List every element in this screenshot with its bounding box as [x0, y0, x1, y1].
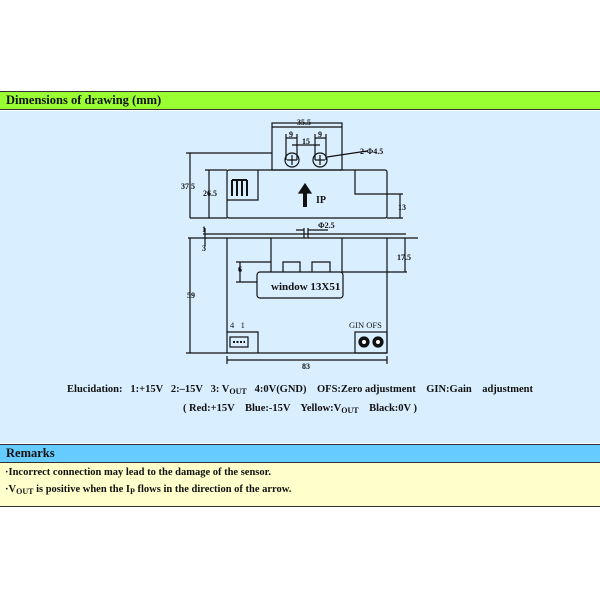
dim-tab-depth: 17.5: [397, 253, 411, 262]
dim-width: 83: [302, 362, 310, 371]
connector-pin-labels: 4 1: [230, 320, 245, 330]
elucidation-line-2: ( Red:+15V Blue:-15V Yellow:VOUT Black:0…: [182, 403, 418, 415]
top-view: [186, 122, 403, 219]
remarks-section: ·Incorrect connection may lead to the da…: [0, 463, 600, 507]
pot-labels: GIN OFS: [349, 320, 382, 330]
dim-pin: Φ2.5: [318, 221, 335, 230]
dim-right-step: 13: [398, 203, 406, 212]
dim-window-offset: 6: [238, 265, 242, 274]
elucidation-line-1: Elucidation: 1:+15V 2:–15V 3: VOUT 4:0V(…: [67, 384, 533, 396]
dim-top-width: 35.5: [297, 118, 311, 127]
section-title: Remarks: [6, 446, 55, 460]
remark-item: ·Incorrect connection may lead to the da…: [5, 467, 271, 478]
dim-hole-left: 9: [289, 130, 293, 139]
dim-depth: 59: [187, 291, 195, 300]
dim-hole-center: 15: [302, 137, 310, 146]
dim-hole-right: 9: [318, 130, 322, 139]
dimension-drawing: 35.5 9 15 9 2-Φ4.5 37.5 26.5 13 IP Φ2.5 …: [181, 118, 418, 371]
bottom-view: [186, 228, 418, 364]
dim-offset-1: 1: [202, 225, 206, 234]
dim-left-offset: 3: [202, 244, 206, 253]
remark-item: ·VOUT is positive when the IP flows in t…: [5, 484, 292, 496]
section-header-dimensions: Dimensions of drawing (mm): [0, 91, 600, 110]
drawing-section: [0, 111, 600, 443]
dim-height-total: 37.5: [181, 182, 195, 191]
section-title: Dimensions of drawing (mm): [6, 93, 162, 107]
dim-holes: 2-Φ4.5: [360, 147, 383, 156]
window-label: window 13X51: [271, 281, 340, 293]
section-header-remarks: Remarks: [0, 444, 600, 463]
dim-height-body: 26.5: [203, 189, 217, 198]
ip-arrow-label: IP: [316, 195, 326, 206]
